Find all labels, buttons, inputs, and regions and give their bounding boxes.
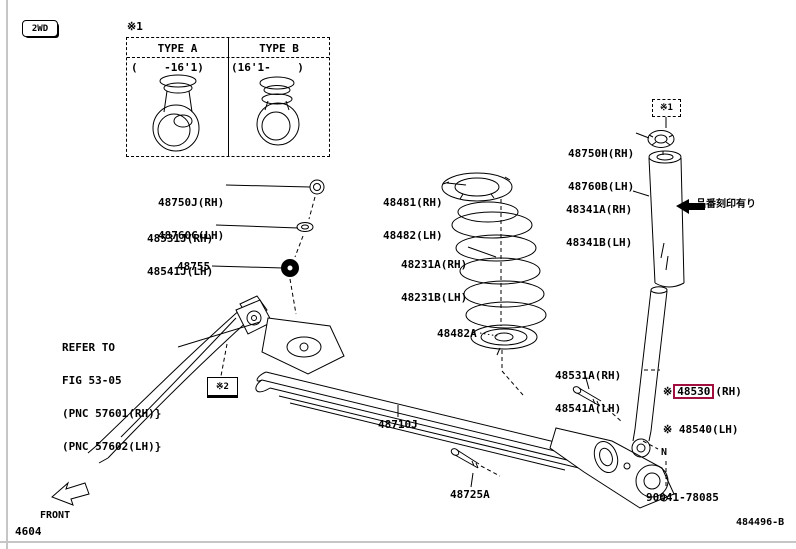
variant-table: TYPE A TYPE B ( -16'1) (16'1- ) (126, 37, 330, 157)
label-upper-mount-nut[interactable]: 48750J(RH) 48760C(LH) (158, 196, 225, 242)
hub-bracket-drawing (549, 427, 675, 509)
stamp-note: 品番刻印有り (696, 199, 756, 210)
label-shock-absorber[interactable]: ※48530(RH) ※ 48540(LH) (663, 362, 742, 457)
label-coil-spring[interactable]: 48231A(RH) 48231B(LH) (401, 258, 468, 304)
shock-top-cushion-drawing (647, 130, 675, 148)
shock-rh-ref-mark: ※ (663, 385, 673, 398)
type-a-bushing-drawing (152, 74, 200, 152)
label-axle-bolt[interactable]: 48725A (450, 488, 490, 501)
variant-table-header-type-a: TYPE A (157, 42, 198, 55)
label-shock-absorber-lh[interactable]: ※ 48540(LH) (663, 423, 739, 436)
variant-table-header-type-b: TYPE B (259, 42, 299, 55)
ref-mark-upper-box: ※1 (652, 99, 681, 117)
leader-lines (177, 115, 667, 488)
label-shock-lower-bolt[interactable]: 48531A(RH) 48541A(LH) (555, 369, 622, 415)
assembly-lines (220, 151, 667, 489)
page-bottom-edge (0, 541, 796, 543)
front-label: FRONT (40, 510, 71, 521)
shock-cover-drawing (648, 150, 685, 288)
type-b-bushing-drawing (256, 76, 300, 146)
variant-table-divider (228, 38, 229, 156)
stamp-arrow-icon (676, 199, 705, 214)
label-shock-absorber-rh[interactable]: ※48530(RH) (663, 384, 742, 399)
variant-table-ref-mark: ※1 (127, 20, 143, 33)
front-arrow-icon (51, 481, 90, 506)
label-shock-cover[interactable]: 48341A(RH) 48341B(LH) (566, 203, 633, 249)
shock-lower-bolt-drawing (572, 386, 602, 407)
fig-number: 4604 (15, 525, 42, 538)
label-upper-mount-cushion[interactable]: 48755 (177, 260, 211, 273)
upper-mount-hardware-drawing (281, 179, 325, 277)
spring-lower-insulator-drawing (470, 324, 538, 356)
coil-spring-drawing (451, 201, 547, 329)
shock-absorber-drawing (631, 286, 668, 458)
beam-front-plate-drawing (261, 317, 345, 375)
refer-note: REFER TO FIG 53-05 (PNC 57601(RH)} (PNC … (62, 341, 162, 453)
label-spring-upper-insulator[interactable]: 48481(RH) 48482(LH) (383, 196, 443, 242)
drive-type-badge: 2WD (22, 20, 58, 37)
label-axle-beam[interactable]: 48710J (378, 418, 418, 431)
page-left-edge (6, 0, 8, 549)
label-spring-lower-insulator[interactable]: 48482A (437, 327, 477, 340)
axle-bolt-drawing (450, 448, 480, 469)
variant-table-period-type-a: ( -16'1) (131, 61, 204, 74)
variant-table-period-type-b: (16'1- ) (231, 61, 304, 74)
spring-upper-insulator-drawing (441, 172, 513, 202)
shock-rh-suffix: (RH) (715, 385, 742, 398)
nut-symbol: N (661, 447, 668, 458)
highlighted-part-number[interactable]: 48530 (673, 384, 715, 399)
label-upper-mount-retainer[interactable]: 48531J(RH) 48541J(LH) (147, 232, 214, 278)
ref-mark-lower-box: ※2 (207, 377, 238, 398)
label-shock-top-nut[interactable]: 48750H(RH) 48760B(LH) (568, 147, 635, 193)
dotted-leader-48482A (479, 332, 499, 337)
variant-table-header-separator (127, 57, 329, 58)
axle-beam-drawing (255, 371, 605, 475)
drawing-code: 484496-B (736, 517, 785, 528)
label-standard-nut[interactable]: 90041-78085 (646, 491, 719, 504)
